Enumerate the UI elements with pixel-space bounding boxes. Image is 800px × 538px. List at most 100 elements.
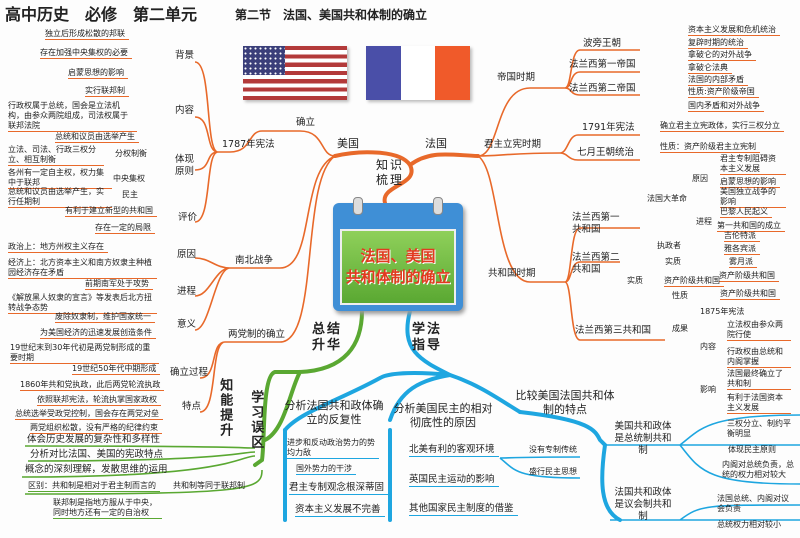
- nature-node: 性质: [672, 291, 688, 300]
- essence-node: 实质: [665, 257, 681, 266]
- leaf: 性质：资产阶级君主立宪制: [660, 142, 760, 153]
- misconception-node: 学习误区: [248, 390, 264, 450]
- leaf: 区别：共和制是相对于君主制而言的: [28, 481, 160, 492]
- leaf: 行政权属于总统，国会是立法机构，由参众两院组成，司法权属于联邦法院: [8, 101, 137, 132]
- leaf: 独立后形成松散的邦联: [45, 29, 129, 40]
- summary-main-branch: [253, 309, 364, 467]
- background-node: 背景: [175, 50, 195, 61]
- features-node: 特点: [182, 401, 202, 412]
- leaf: 盛行民主思想: [529, 467, 577, 476]
- leaf: 为美国经济的迅速发展创造条件: [40, 328, 156, 339]
- leaf: 第一共和国的成立: [717, 221, 785, 232]
- hub-summary: 总结升华: [312, 322, 343, 354]
- ability-node: 知能提升: [217, 378, 233, 438]
- leaf: 法国的内部矛盾: [688, 75, 748, 86]
- july-monarchy-node: 七月王朝统治: [577, 147, 635, 158]
- significance-node: 意义: [177, 319, 197, 330]
- rulers-node: 执政者: [657, 241, 681, 250]
- constitution-1791-node: 1791年宪法: [582, 122, 635, 133]
- france-branch: [477, 87, 565, 283]
- democracy-node: 民主: [122, 190, 138, 199]
- evaluation-node: 评价: [178, 212, 198, 223]
- republic-period-node: 共和国时期: [488, 268, 536, 279]
- achievements-node: 成果: [672, 324, 688, 333]
- first-empire-node: 法兰西第一帝国: [569, 59, 636, 70]
- france-analysis-node: 分析法国共和政体确立的反复性: [284, 399, 384, 426]
- leaf: 拿破仑的对外战争: [688, 50, 756, 61]
- leaf: 资产阶级共和国: [664, 276, 724, 287]
- central-node: 中央集权: [113, 174, 145, 183]
- constitutional-period-node: 君主立宪时期: [484, 139, 542, 150]
- cause-node: 原因: [692, 174, 708, 183]
- leaf: 资本主义发展和危机统治: [688, 25, 780, 36]
- leaf: 君主专制观念根深蒂固: [289, 482, 389, 495]
- leaf: 前期南军处于攻势: [85, 279, 153, 290]
- principles-node: 体现原则: [175, 154, 195, 177]
- content-node: 内容: [175, 105, 195, 116]
- section-title: 第二节 法国、美国共和体制的确立: [235, 8, 428, 22]
- revolution-node: 法国大革命: [647, 194, 687, 203]
- leaf: 依照联邦宪法，轮流执掌国家政权: [37, 395, 161, 406]
- two-party-node: 两党制的确立: [228, 329, 286, 340]
- leaf: 联邦制是指地方服从于中央，同时地方还有一定的自治权: [53, 498, 162, 519]
- leaf: 总统和议员由选举产生: [55, 132, 139, 143]
- leaf: 存在一定的局限: [95, 223, 155, 234]
- leaf: 启蒙思想的影响: [68, 68, 128, 79]
- second-empire-node: 法兰西第二帝国: [569, 83, 636, 94]
- ring-icon: [433, 197, 443, 215]
- usa-node: 美国: [337, 137, 359, 150]
- leaf: 有利于法国资本主义发展: [727, 393, 791, 414]
- leaf: 雅各宾派: [724, 244, 760, 255]
- leaf: 吉伦特派: [724, 231, 760, 242]
- leaf: 各州有一定自主权，权力集中于联邦: [8, 168, 112, 189]
- leaf: 存在加强中央集权的必要: [40, 48, 132, 59]
- leaf: 经济上：北方资本主义和南方奴隶主种植园经济存在矛盾: [8, 258, 157, 279]
- constitution-1787-node: 1787年宪法: [222, 139, 275, 150]
- leaf: 资产阶级共和国: [720, 289, 780, 300]
- fr-parliamentary-node: 法国共和政体是议会制共和制: [614, 487, 672, 522]
- knowledge-main-branch: [333, 150, 480, 205]
- leaf: 雾月派: [729, 257, 757, 268]
- leaf: 君主专制阻碍资本主义发展: [720, 154, 786, 175]
- leaf: 没有专制传统: [529, 445, 577, 454]
- leaf: 总统选举受政党控制，国会存在两党对垒: [15, 409, 163, 420]
- us-flag-image: [243, 46, 347, 100]
- leaf: 分析对比法国、美国的宪政特点: [30, 449, 164, 460]
- hub-method: 学法指导: [412, 322, 443, 354]
- leaf: 总统和议员由选举产生，实行任期制: [8, 187, 112, 208]
- impact-node: 影响: [700, 385, 716, 394]
- leaf: 1875年宪法: [700, 307, 745, 316]
- leaf: 立法权由参众两院行使: [727, 320, 791, 341]
- method-main-branch: [283, 309, 522, 432]
- process-node: 进程: [177, 286, 197, 297]
- leaf: 国内矛盾和对外战争: [688, 101, 764, 112]
- leaf: 行政权由总统和内阁掌握: [727, 347, 791, 368]
- leaf: 资产阶级共和国: [719, 271, 779, 282]
- france-node: 法国: [425, 137, 447, 150]
- center-title-line1: 法国、美国: [360, 247, 436, 265]
- compare-node: 比较美国法国共和体制的特点: [515, 389, 615, 416]
- leaf: 内阁对总统负责，总统的权力相对较大: [722, 460, 794, 479]
- leaf: 英国民主运动的影响: [409, 474, 499, 487]
- leaf: 实行联邦制: [85, 86, 129, 97]
- leaf: 资本主义发展不完善: [295, 504, 385, 517]
- leaf: 法国最终确立了共和制: [727, 369, 791, 390]
- leaf: 美国独立战争的影响: [720, 187, 786, 208]
- usa-branch: [218, 130, 336, 157]
- leaf: 19世纪50年代中期形成: [72, 364, 161, 375]
- leaf: 进步和反动政治势力的势均力敌: [287, 438, 379, 459]
- leaf: 1860年共和党执政，此后两党轮流执政: [20, 380, 165, 391]
- essence-node: 实质: [627, 276, 643, 285]
- leaf: 废除奴隶制，维护国家统一: [55, 312, 155, 323]
- leaf: 两党组织松散，没有严格的纪律约束: [30, 423, 162, 434]
- leaf: 《解放黑人奴隶的宣言》等发表后北方扭转战争态势: [8, 293, 157, 314]
- hub-knowledge: 知识梳理: [376, 158, 405, 187]
- establish-process-node: 确立过程: [170, 367, 209, 378]
- leaf: 有利于建立新型的共和国: [65, 206, 157, 217]
- leaf: 性质:资产阶级帝国: [688, 87, 759, 98]
- leaf: 复辟时期的统治: [688, 38, 748, 49]
- cause-node: 原因: [177, 249, 197, 260]
- leaf: 19世纪末到30年代初是两党制形成的重要时期: [10, 343, 159, 364]
- process-node: 进程: [696, 217, 712, 226]
